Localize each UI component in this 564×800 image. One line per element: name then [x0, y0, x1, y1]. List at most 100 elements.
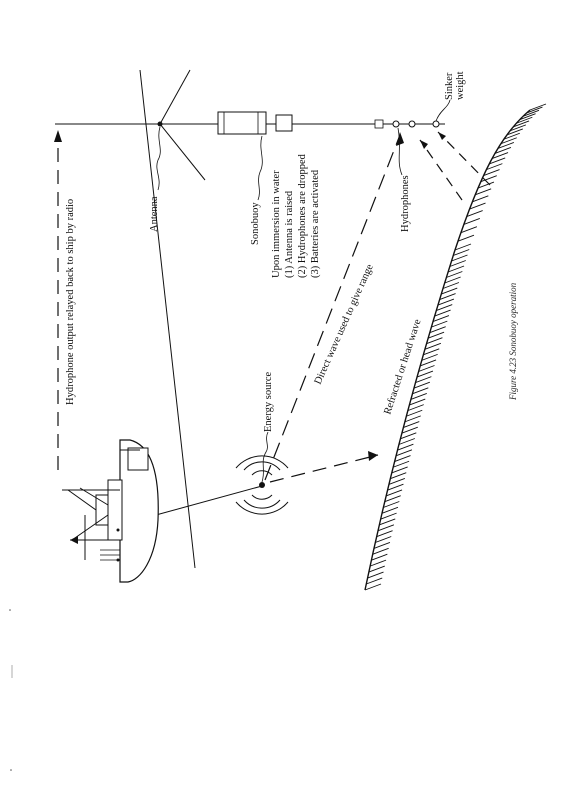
sea-floor-hatch-line — [519, 113, 536, 121]
sea-floor-hatch-line — [500, 137, 517, 145]
refracted-wave-label: Refracted or head wave — [382, 318, 423, 416]
sea-floor-hatch-line — [526, 106, 543, 114]
sea-floor-hatch-line — [444, 276, 461, 284]
sea-floor-hatch-line — [395, 449, 413, 457]
sea-floor-hatch-line — [522, 109, 540, 117]
sea-floor-hatch-line — [391, 466, 408, 474]
sea-floor-hatch-line — [369, 559, 387, 567]
sea-floor-hatch-line — [412, 387, 429, 395]
sea-floor-hatch-line — [379, 518, 396, 526]
sonobuoy-label: Sonobuoy — [250, 202, 261, 245]
sea-floor-hatch-line — [421, 353, 438, 361]
immersion-step-3: (3) Batteries are activated — [310, 169, 321, 278]
sea-floor-hatch-line — [469, 202, 486, 210]
sea-floor-hatch-line — [424, 342, 442, 350]
sea-floor-hatch-line — [516, 116, 533, 124]
sea-floor-hatch-line — [509, 124, 527, 132]
ship-tow-line — [144, 485, 263, 519]
sea-floor-hatch-line — [377, 524, 395, 532]
sea-floor-hatch-line — [381, 506, 399, 514]
water-surface-line — [139, 69, 196, 569]
sea-floor-hatch-line — [439, 293, 456, 300]
sea-floor-hatch-line — [454, 243, 472, 251]
sea-floor-hatch-line — [497, 142, 514, 149]
immersion-title: Upon immersion in water — [271, 170, 282, 278]
sea-floor-hatch-line — [364, 583, 382, 591]
sea-floor-hatch-line — [384, 495, 401, 503]
sea-floor-hatch-line — [383, 501, 400, 508]
sea-floor-hatch-line — [447, 265, 465, 273]
sea-floor-hatch-line — [410, 392, 427, 400]
sea-floor-hatch-line — [442, 282, 460, 289]
sea-floor-hatch-line — [503, 132, 520, 140]
sea-floor-hatch-line — [436, 304, 453, 311]
sea-floor-hatch-line — [472, 195, 489, 203]
sea-floor-hatch-line — [406, 409, 423, 417]
sea-floor-hatch-line — [413, 381, 431, 389]
antenna-lower-line — [159, 123, 206, 181]
hydrophone-3 — [408, 120, 416, 128]
sea-floor-hatch-line — [394, 455, 411, 462]
sonobuoy-float — [275, 114, 293, 132]
sea-floor-hatch-line — [463, 218, 480, 225]
sea-floor-hatch-line — [419, 359, 437, 367]
sea-floor-hatch-line — [460, 226, 478, 234]
refracted-return-path-2 — [419, 139, 463, 201]
hydrophones-label: Hydrophones — [400, 175, 411, 232]
energy-source-burst — [235, 455, 289, 515]
sea-floor-hatch-line — [483, 169, 500, 176]
sea-floor-hatch-line — [373, 541, 391, 549]
immersion-step-1: (1) Antenna is raised — [284, 190, 295, 278]
sea-floor-hatch-line — [398, 438, 416, 445]
sonobuoy-body — [217, 111, 267, 135]
immersion-step-2: (2) Hydrophones are dropped — [297, 153, 308, 278]
refracted-wave-path — [269, 454, 379, 483]
sea-floor-hatch-line — [486, 163, 503, 171]
sea-floor-hatch-line — [407, 404, 424, 412]
sea-floor-hatch-line — [388, 478, 406, 485]
sea-floor-hatch-line — [474, 188, 492, 196]
refracted-return-path-1 — [437, 131, 491, 186]
sea-floor-hatch-line — [491, 152, 509, 160]
sinker-label-line2: weight — [455, 71, 466, 100]
sea-floor-hatch-line — [429, 326, 446, 334]
sea-floor-hatch-line — [375, 536, 392, 543]
sea-floor-hatch-line — [376, 530, 393, 538]
sea-floor-hatch-line — [529, 103, 547, 111]
sea-floor-hatch-line — [427, 331, 445, 339]
sea-floor-hatch-line — [446, 271, 463, 278]
sea-floor-hatch-line — [380, 512, 397, 520]
sea-floor-hatch-line — [367, 571, 384, 579]
ship — [62, 439, 159, 583]
sea-floor-hatch-line — [423, 348, 440, 356]
sinker-leader — [435, 99, 451, 122]
radio-relay-label: Hydrophone output relayed back to ship b… — [65, 199, 76, 405]
sea-floor-hatch-line — [368, 565, 385, 573]
sea-floor-hatch-line — [466, 210, 483, 218]
sea-floor-hatch-line — [385, 489, 403, 497]
sea-floor-hatch-line — [400, 432, 417, 440]
figure-caption: Figure 4.23 Sonobuoy operation — [508, 282, 518, 401]
sea-floor-hatching — [364, 103, 547, 591]
sea-floor-hatch-line — [416, 370, 434, 378]
antenna-upper-line — [159, 69, 191, 125]
sea-floor-hatch-line — [403, 421, 420, 428]
sea-floor-hatch-line — [489, 157, 506, 165]
sea-floor-hatch-line — [453, 249, 470, 256]
sea-floor-hatch-line — [449, 260, 466, 267]
sea-floor-boundary — [364, 109, 531, 591]
sea-floor-hatch-line — [434, 309, 451, 317]
sea-floor-hatch-line — [451, 254, 468, 262]
sea-floor-hatch-line — [431, 320, 448, 328]
sea-floor-hatch-line — [437, 298, 455, 306]
sea-floor-hatch-line — [401, 426, 418, 434]
sea-floor-hatch-line — [512, 120, 530, 128]
sea-floor-hatch-line — [392, 460, 410, 468]
hydrophones-leader — [397, 127, 403, 176]
hydrophone-1 — [374, 119, 384, 129]
sea-floor-hatch-line — [372, 547, 389, 555]
sea-floor-hatch-line — [457, 234, 475, 242]
sea-floor-hatch-line — [387, 483, 404, 491]
